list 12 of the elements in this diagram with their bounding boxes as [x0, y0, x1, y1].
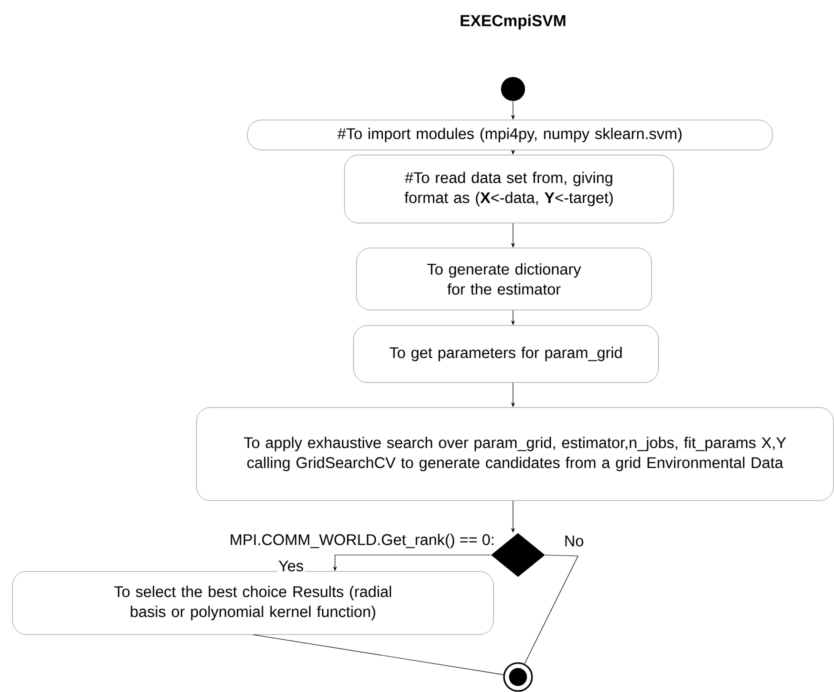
process-box: To apply exhaustive search over param_grid, estimator,n_jobs, fit_params X,Y calling GridSearchCV to generate candidates from a grid Environmental Data [196, 407, 834, 501]
end-node [503, 662, 533, 692]
start-node [501, 77, 525, 101]
process-box: To get parameters for param_grid [353, 325, 659, 383]
condition-label: MPI.COMM_WORLD.Get_rank() == 0: [230, 534, 494, 548]
process-box: #To read data set from, giving format as (X<-data, Y<-target) [344, 154, 674, 224]
process-box: To select the best choice Results (radial basis or polynomial kernel function) [12, 571, 494, 635]
process-box: #To import modules (mpi4py, numpy sklearn.svm) [247, 120, 773, 150]
title: EXECmpiSVM [460, 14, 566, 30]
edge-label: No [563, 534, 585, 548]
process-box: To generate dictionary for the estimator [356, 248, 652, 310]
edge-label: Yes [277, 560, 305, 572]
